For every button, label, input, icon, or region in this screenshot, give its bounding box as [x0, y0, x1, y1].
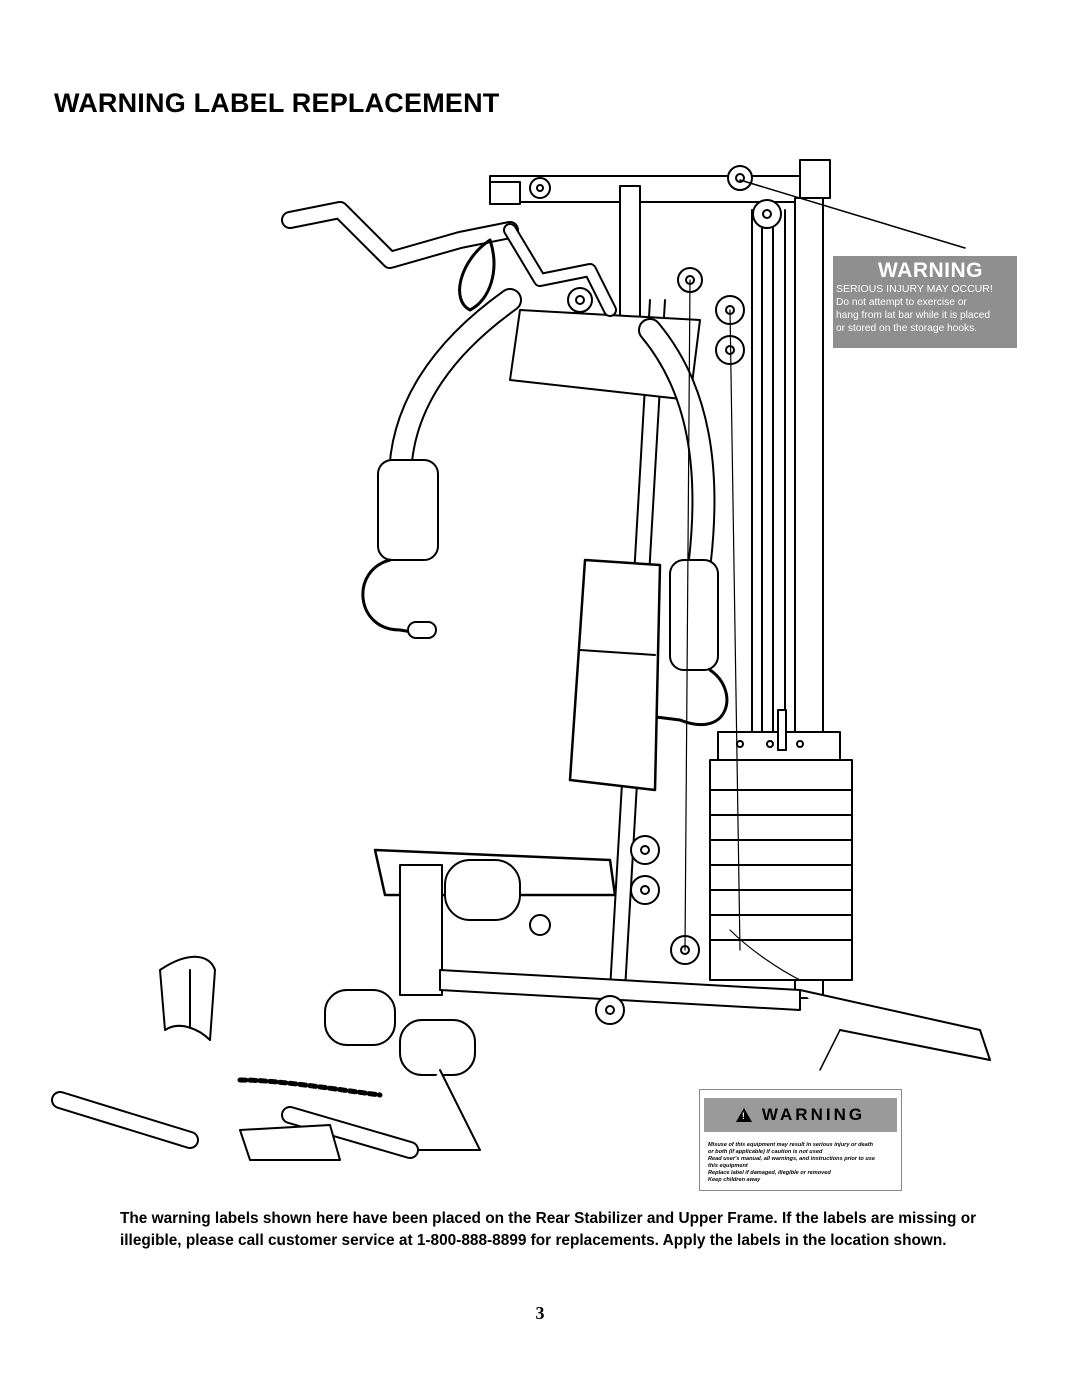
label-top-subheading: SERIOUS INJURY MAY OCCUR! — [836, 283, 993, 295]
label-bottom-line: or both (if applicable) if caution is no… — [708, 1149, 823, 1155]
label-top-heading: WARNING — [878, 259, 983, 282]
label-bottom-line: Misuse of this equipment may result in s… — [708, 1142, 874, 1148]
label-bottom-line: Replace label if damaged, illegible or r… — [708, 1170, 831, 1176]
warning-label-upper-frame: WARNING SERIOUS INJURY MAY OCCUR! Do not… — [833, 256, 1017, 348]
lat-bar — [281, 201, 617, 317]
warning-triangle-icon: ! — [735, 1108, 752, 1122]
press-arms — [361, 288, 729, 727]
warning-label-rear-stabilizer: ! WARNING Misuse of this equipment may r… — [699, 1089, 902, 1191]
label-bottom-line: Read user's manual, all warnings, and in… — [708, 1156, 876, 1162]
instructions-caption: The warning labels shown here have been … — [120, 1210, 977, 1249]
home-gym-illustration — [51, 159, 991, 1161]
label-top-body-line: hang from lat bar while it is placed — [836, 310, 991, 321]
page-number: 3 — [535, 1303, 545, 1323]
page-title: WARNING LABEL REPLACEMENT — [54, 88, 500, 118]
label-bottom-line: this equipment — [708, 1163, 748, 1169]
label-bottom-header: ! WARNING — [704, 1098, 897, 1132]
label-bottom-line: Keep children away — [708, 1177, 761, 1183]
leg-extension — [51, 864, 481, 1161]
ankle-strap — [159, 955, 216, 1041]
label-bottom-body: Misuse of this equipment may result in s… — [700, 1132, 901, 1184]
cable — [684, 279, 801, 981]
label-bottom-heading: WARNING — [761, 1105, 866, 1124]
back-pad — [568, 558, 662, 792]
label-top-body-line: or stored on the storage hooks. — [836, 323, 978, 334]
label-top-body-line: Do not attempt to exercise or — [836, 297, 967, 308]
weight-stack — [709, 709, 853, 981]
